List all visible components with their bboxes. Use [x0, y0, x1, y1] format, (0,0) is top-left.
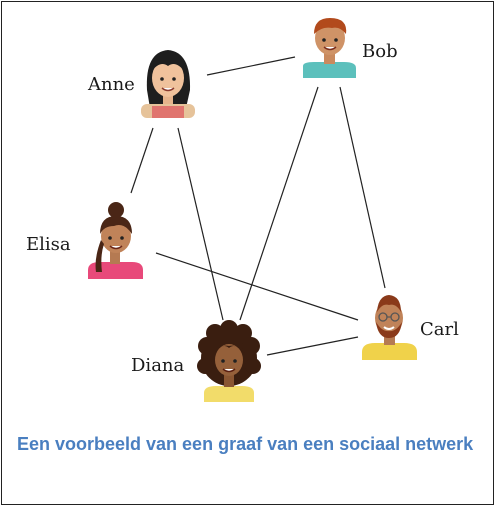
edge-elisa-carl — [155, 252, 359, 321]
edge-anne-diana — [177, 127, 224, 321]
avatar-anne — [141, 50, 195, 118]
figure-caption: Een voorbeeld van een graaf van een soci… — [17, 434, 474, 454]
label-elisa: Elisa — [26, 234, 71, 255]
edge-bob-carl — [339, 86, 386, 289]
edge-bob-diana — [239, 86, 319, 321]
avatar-carl — [362, 295, 417, 360]
social-network-graph: Anne Bob Elisa Carl — [26, 18, 459, 402]
edge-anne-bob — [206, 56, 296, 76]
avatar-bob — [303, 18, 356, 78]
avatar-elisa — [88, 202, 143, 279]
label-carl: Carl — [420, 319, 459, 340]
edge-diana-carl — [266, 336, 359, 356]
avatar-diana — [197, 320, 261, 402]
label-anne: Anne — [87, 74, 135, 95]
graph-edges — [130, 56, 386, 356]
label-diana: Diana — [131, 355, 185, 376]
edge-anne-elisa — [130, 127, 154, 194]
label-bob: Bob — [362, 41, 398, 62]
